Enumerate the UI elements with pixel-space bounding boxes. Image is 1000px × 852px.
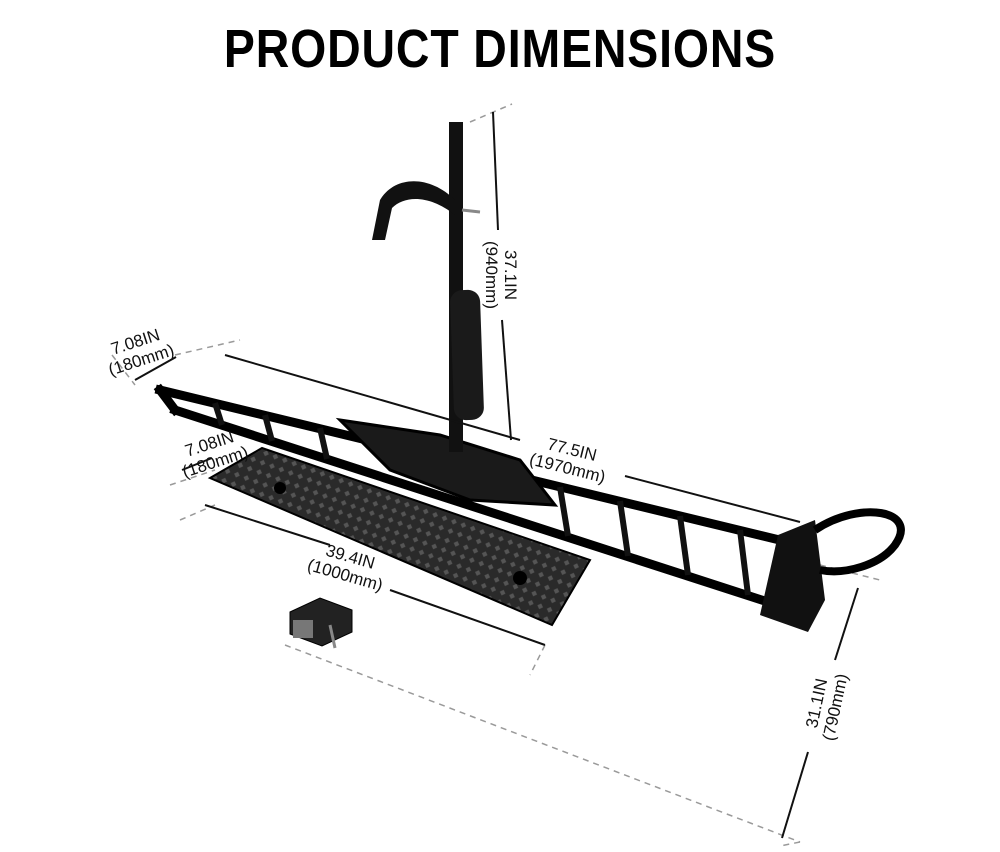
dimension-metric: (940mm) bbox=[482, 241, 501, 309]
hitch-receiver bbox=[289, 597, 353, 649]
guide-lines bbox=[111, 103, 881, 847]
dimension-lines bbox=[134, 111, 859, 839]
rail-rungs bbox=[212, 402, 751, 596]
page-title: PRODUCT DIMENSIONS bbox=[223, 19, 777, 79]
wheel-hoop bbox=[812, 508, 905, 576]
label-post-height: 37.1IN (940mm) bbox=[482, 241, 520, 309]
label-rail-width: 7.08IN (180mm) bbox=[106, 325, 177, 379]
knob-icon bbox=[274, 482, 286, 494]
wheel-cradle bbox=[335, 417, 559, 507]
handle-arm bbox=[372, 181, 455, 240]
dimension-imperial: 37.1IN bbox=[501, 250, 520, 300]
handle-pin bbox=[461, 208, 481, 214]
knob-icon bbox=[513, 571, 527, 585]
end-plate bbox=[760, 520, 825, 632]
label-overall-height: 31.1IN (790mm) bbox=[802, 672, 851, 742]
diamond-plate-platform bbox=[207, 446, 592, 627]
post-foam-grip bbox=[450, 289, 484, 421]
